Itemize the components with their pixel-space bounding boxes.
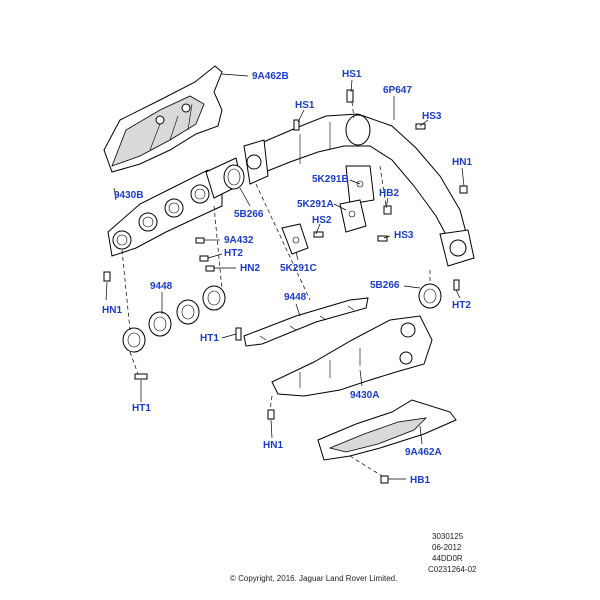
ref-drawing-id: C0231264-02 [428,565,477,574]
label-6p647: 6P647 [383,85,412,96]
assembly-guide-lines [121,101,431,477]
label-hs1-left: HS1 [295,100,315,111]
label-9448-mid: 9448 [284,292,307,303]
label-5k291b: 5K291B [312,174,349,185]
label-hn1-bottom: HN1 [263,440,283,451]
heat-shield-9a462a [317,399,457,461]
bracket-5k291a [339,199,367,233]
ref-number: 3030125 [432,532,464,541]
label-9430b: 9430B [114,190,143,201]
bracket-5k291c [281,223,309,255]
ref-code: 44DD0R [432,554,463,563]
label-hs3-top: HS3 [422,111,442,122]
copyright-notice: © Copyright, 2016. Jaguar Land Rover Lim… [230,574,397,583]
label-hn1-left: HN1 [102,305,122,316]
label-hb2: HB2 [379,188,399,199]
label-hs3-mid: HS3 [394,230,414,241]
label-hb1: HB1 [410,475,430,486]
leader-lines [105,73,465,480]
label-5k291a: 5K291A [297,199,334,210]
label-ht2-right: HT2 [452,300,471,311]
exhaust-manifold-9430a [271,315,433,397]
heat-shield-9a462b [103,65,223,173]
label-5b266-right: 5B266 [370,280,400,291]
gasket-set-9448-left [122,285,226,353]
label-5k291c: 5K291C [280,263,317,274]
gasket-5b266-left [223,164,245,190]
catalytic-converter-6p647 [243,113,475,267]
label-hn2: HN2 [240,263,260,274]
callout-labels: 9A462B HS1 6P647 HS1 HS3 HN1 5K291B HB2 … [102,69,472,486]
label-hs2: HS2 [312,215,332,226]
label-9a432: 9A432 [224,235,254,246]
label-ht2-left: HT2 [224,248,243,259]
diagram-reference-info: 3030125 06-2012 44DD0R C0231264-02 © Cop… [230,532,477,583]
label-5b266-left: 5B266 [234,209,264,220]
label-hn1-right: HN1 [452,157,472,168]
label-hs1-top: HS1 [342,69,362,80]
label-ht1-mid: HT1 [200,333,219,344]
label-ht1-bottom: HT1 [132,403,151,414]
label-9430a: 9430A [350,390,379,401]
gasket-set-9448-middle [243,297,369,347]
label-9a462b: 9A462B [252,71,289,82]
label-9a462a: 9A462A [405,447,442,458]
label-9448-left: 9448 [150,281,173,292]
gasket-5b266-right [418,283,442,309]
bracket-5k291b [345,165,375,205]
exhaust-manifold-9430b [107,157,243,257]
fasteners [103,89,468,484]
ref-date: 06-2012 [432,543,462,552]
